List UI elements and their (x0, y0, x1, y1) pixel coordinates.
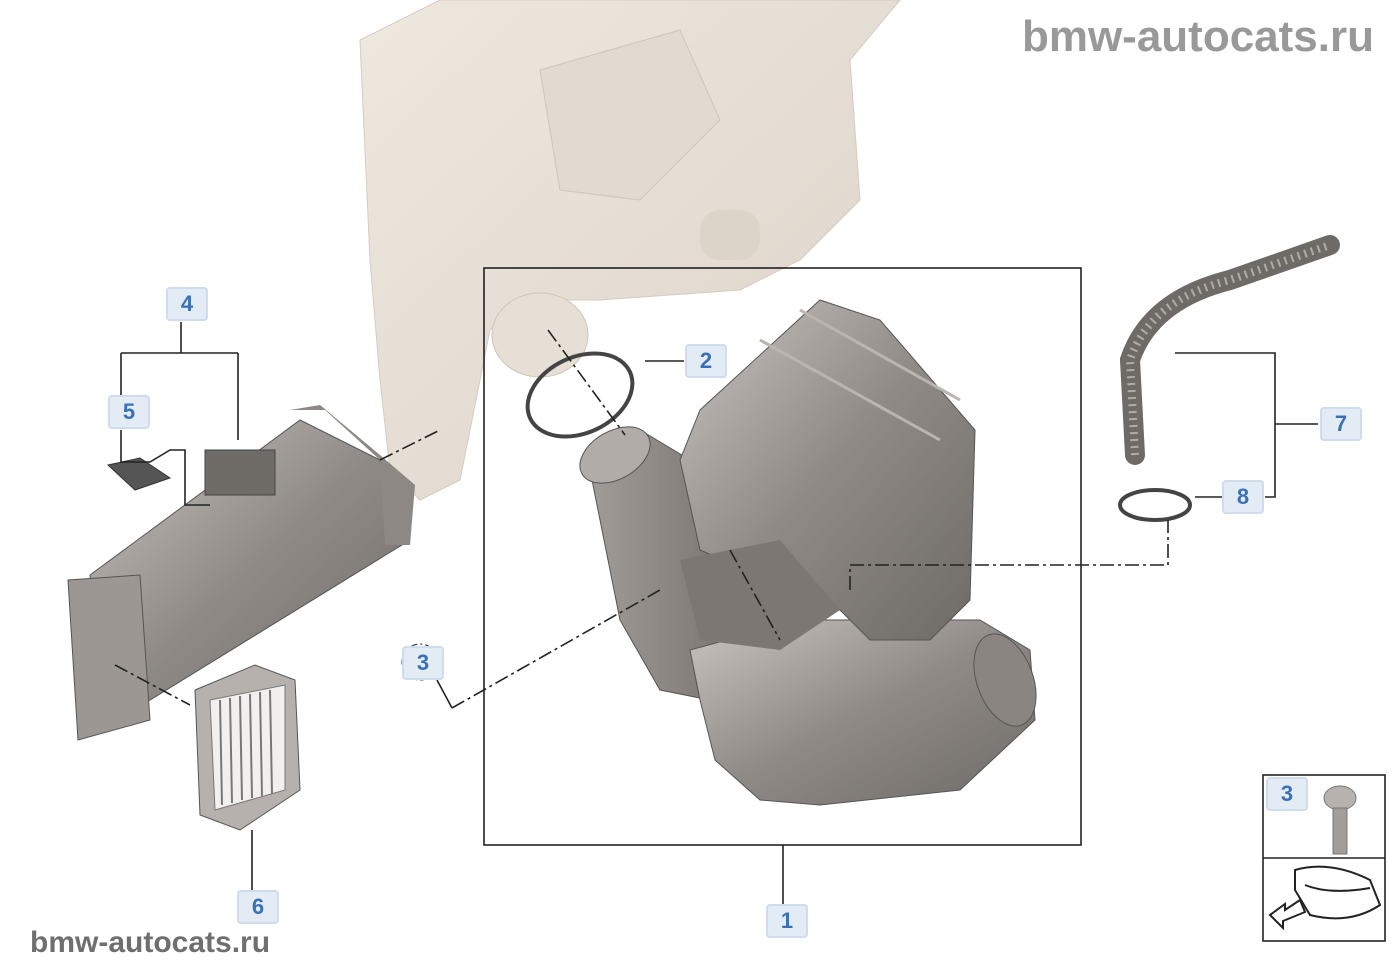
bolt-icon (1323, 785, 1357, 855)
callout-7[interactable]: 7 (1320, 407, 1362, 441)
callout-2[interactable]: 2 (685, 344, 727, 378)
legend-callout-3[interactable]: 3 (1266, 777, 1308, 811)
callout-6[interactable]: 6 (237, 890, 279, 924)
watermark-bottom: bmw-autocats.ru (30, 926, 271, 959)
air-duct (67, 405, 415, 741)
car-front-arrow-icon (1268, 865, 1382, 931)
air-filter-housing (359, 0, 901, 501)
intake-silencer (579, 299, 1037, 806)
callout-5[interactable]: 5 (108, 395, 150, 429)
hose-clamp (525, 351, 635, 439)
o-ring (1118, 488, 1192, 522)
callout-4[interactable]: 4 (166, 287, 208, 321)
callout-8[interactable]: 8 (1222, 480, 1264, 514)
dash-dot-lines (114, 329, 1169, 709)
callout-3[interactable]: 3 (402, 646, 444, 680)
leader-lines (120, 322, 1318, 905)
callout-1[interactable]: 1 (766, 904, 808, 938)
intake-grille (194, 664, 301, 831)
seal-pad (106, 457, 172, 491)
fastener-legend (1262, 774, 1386, 942)
watermark-top: bmw-autocats.ru (1021, 12, 1374, 61)
vent-hose (1119, 235, 1340, 465)
